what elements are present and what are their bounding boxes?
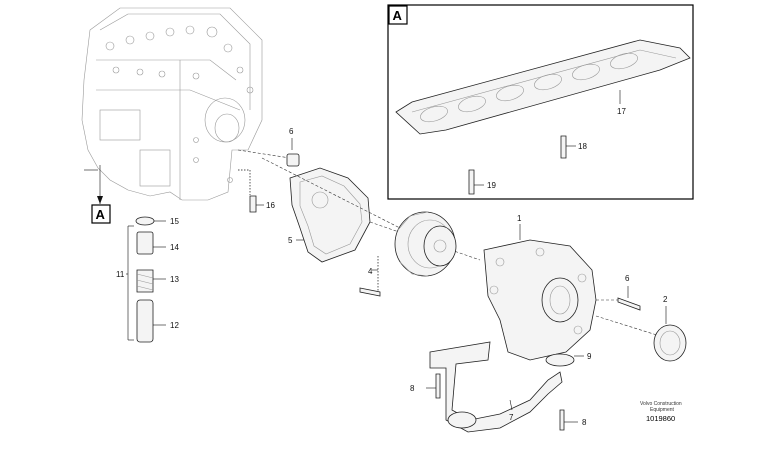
callout-11: 11 — [116, 270, 125, 279]
callout-14: 14 — [170, 243, 179, 252]
part-19-bolt: 19 — [468, 169, 496, 195]
callout-19: 19 — [487, 181, 496, 190]
callout-5: 6 — [625, 274, 630, 283]
part-4-cover-plate: 5 — [288, 167, 371, 263]
part-8-bolt: 8 — [559, 409, 587, 431]
callout-9: 9 — [587, 352, 592, 361]
view-marker-a: A — [91, 188, 111, 224]
part-17-head-gasket: 17 — [395, 39, 691, 135]
part-2-seal: 2 — [595, 295, 687, 362]
callout-2: 2 — [663, 295, 668, 304]
callout-1: 1 — [517, 214, 522, 223]
view-marker-letter: A — [96, 207, 106, 222]
callout-17: 17 — [617, 107, 626, 116]
callout-18: 18 — [578, 142, 587, 151]
part-7-suction-pipe: 7 — [429, 341, 563, 433]
part-18-bolt: 18 — [560, 135, 587, 159]
callout-3: 4 — [368, 267, 373, 276]
callout-15: 15 — [170, 217, 179, 226]
inset-frame: A 17 18 19 — [387, 4, 694, 200]
part-1-oil-pump: 1 — [483, 214, 597, 361]
callout-6: 6 — [289, 127, 294, 136]
callout-12: 12 — [170, 321, 179, 330]
callout-10: 8 — [410, 384, 415, 393]
engine-block — [81, 7, 263, 201]
drawing-id: 1019860 — [646, 414, 675, 423]
callout-13: 13 — [170, 275, 179, 284]
oil-pump-gear — [394, 211, 457, 277]
part-5-bolt: 6 — [617, 274, 641, 311]
lifter-assembly: 11 15 14 13 12 — [116, 216, 179, 343]
part-3-pin: 4 — [359, 256, 381, 297]
brand-line-1: Volvo Construction — [640, 401, 682, 407]
callout-8: 8 — [582, 418, 587, 427]
inset-letter: A — [393, 8, 403, 23]
part-9-gasket: 9 — [545, 352, 592, 367]
callout-16: 16 — [266, 201, 275, 210]
part-16-bolt: 16 — [238, 169, 275, 213]
brand-line-2: Equipment — [650, 407, 675, 413]
callout-7: 7 — [509, 413, 514, 422]
drawing-footer: Volvo Construction Equipment 1019860 — [640, 401, 682, 423]
callout-4: 5 — [288, 236, 293, 245]
part-6-bushing: 6 — [237, 127, 300, 167]
part-10-bolt: 8 — [410, 373, 441, 399]
